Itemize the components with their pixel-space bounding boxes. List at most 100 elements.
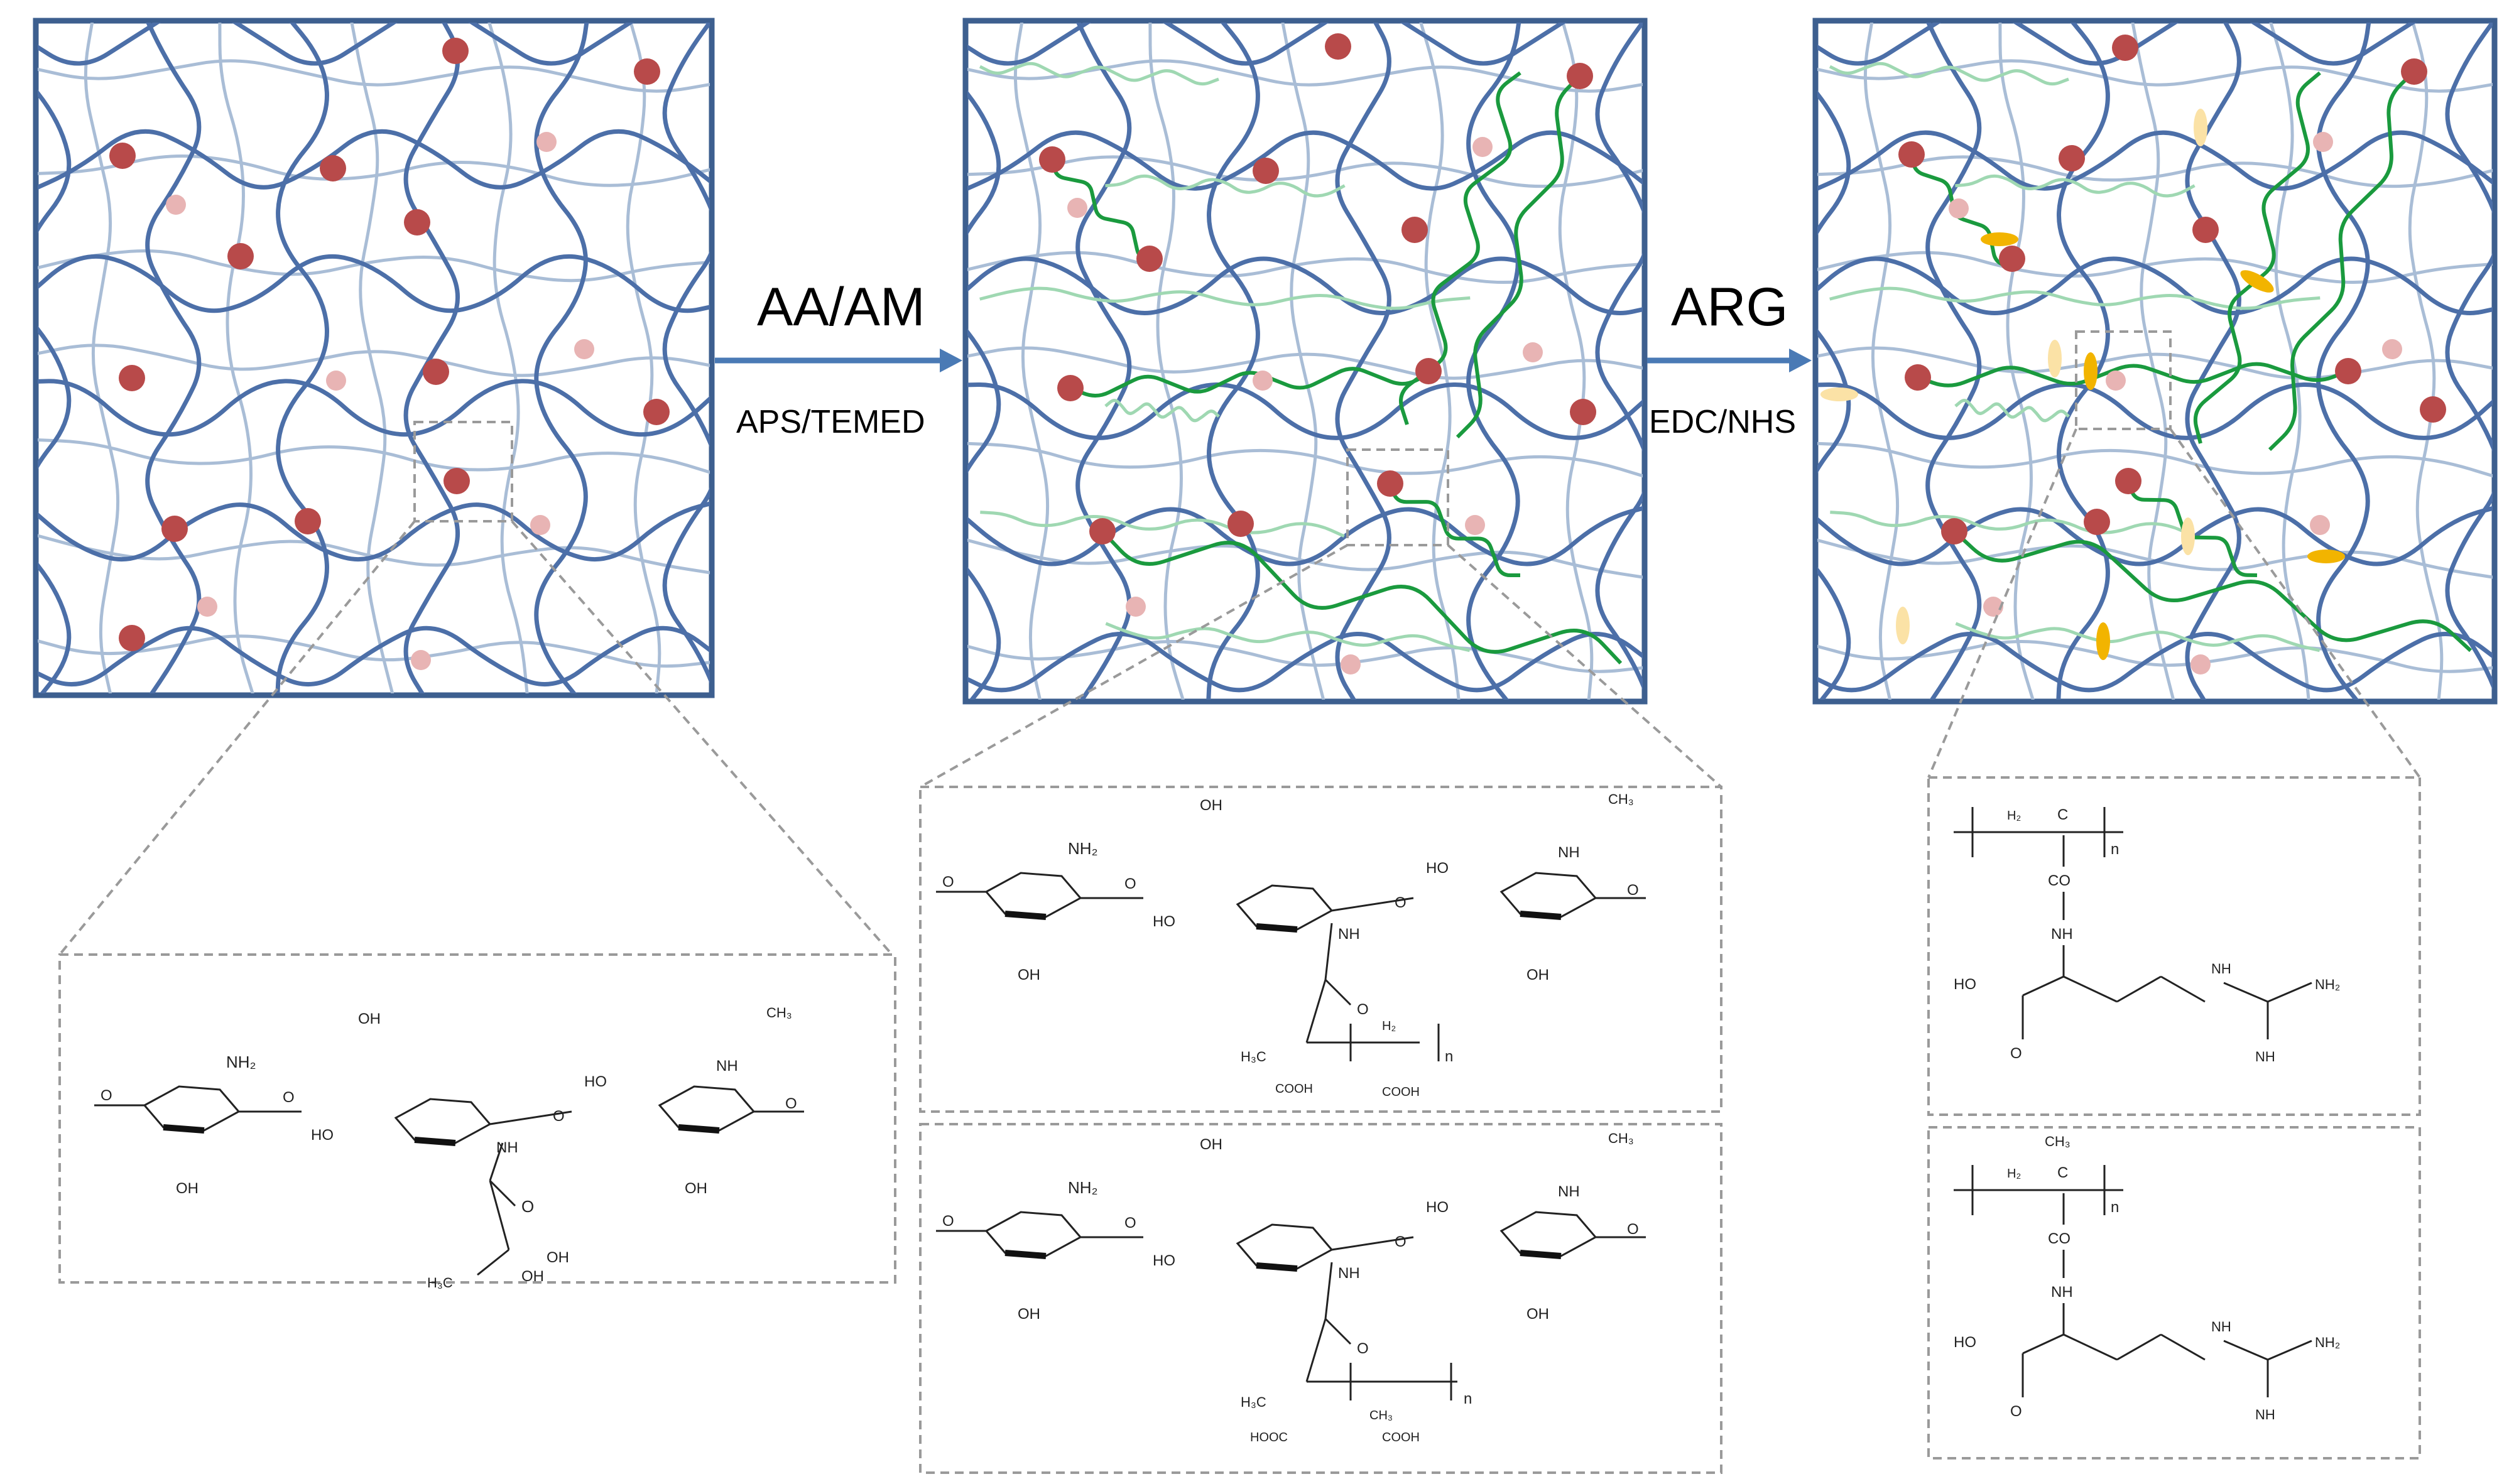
background-chain <box>38 59 710 93</box>
chitosan-chain <box>1925 23 1982 700</box>
background-chain <box>350 23 395 693</box>
crosslink-point <box>1415 358 1442 384</box>
crosslink-point <box>643 399 670 425</box>
chitosan-chain <box>967 130 1643 192</box>
atom-label: CH₃ <box>766 1005 792 1021</box>
crosslink-point <box>1905 364 1931 391</box>
background-chain <box>218 23 254 693</box>
bold-bond <box>163 1124 205 1134</box>
crosslink-point <box>109 143 136 169</box>
atom-label: O <box>101 1087 112 1104</box>
atom-label: HO <box>1153 1252 1175 1269</box>
crosslink-point <box>2401 58 2427 85</box>
atom-label: O <box>1357 1340 1369 1357</box>
atom-label: HO <box>1153 913 1175 930</box>
step-2-conditions: EDC/NHS <box>1649 404 1797 440</box>
atom-label: C <box>2057 1164 2068 1181</box>
background-chain <box>38 344 710 377</box>
atom-label: NH <box>2051 926 2073 943</box>
crosslink-point <box>1898 141 1925 168</box>
atom-label: NH <box>2051 1284 2073 1301</box>
crosslink-point <box>2084 509 2110 535</box>
atom-label: HO <box>1426 860 1449 877</box>
chitosan-chain <box>1817 23 2493 66</box>
background-chain <box>1817 441 2493 478</box>
bond <box>2063 975 2118 1003</box>
chitosan-chain <box>1817 90 1851 700</box>
step-1-conditions: APS/TEMED <box>736 404 925 440</box>
bond <box>477 1248 509 1276</box>
crosslink-point <box>442 38 469 64</box>
bond <box>1324 923 1333 980</box>
bond <box>2022 1333 2064 1355</box>
sugar-ring <box>984 1211 1082 1257</box>
atom-label: OH <box>1018 1306 1040 1323</box>
atom-label: NH₂ <box>2315 977 2340 992</box>
background-chain <box>1817 346 2493 380</box>
crosslink-point-light <box>1523 342 1543 362</box>
crosslink-point <box>1253 158 1279 184</box>
atom-label: CH₃ <box>1608 1130 1634 1146</box>
background-chain <box>1817 640 2493 673</box>
chitosan-chain <box>2445 23 2493 690</box>
atom-label: NH <box>2255 1049 2275 1064</box>
bold-bond <box>1004 911 1047 920</box>
crosslink-point <box>1227 511 1254 537</box>
crosslink-point <box>1401 217 1428 243</box>
atom-label: H₃C <box>427 1275 453 1291</box>
crosslink-point <box>1057 375 1084 401</box>
background-chain <box>2131 23 2175 700</box>
arginine-group <box>2240 270 2274 293</box>
crosslink-point <box>1325 33 1351 60</box>
atom-label: OH <box>1526 967 1549 983</box>
arginine-group <box>2048 340 2062 377</box>
arginine-group <box>1820 387 1858 401</box>
grafted-chain-light <box>1954 399 2070 423</box>
crosslink-point <box>119 365 145 391</box>
arginine-group <box>2096 622 2110 660</box>
network-panel-2 <box>962 18 1648 705</box>
atom-label: O <box>1395 894 1407 911</box>
crosslink-point <box>295 508 321 534</box>
crosslink-point-light <box>1126 597 1146 617</box>
crosslink-point-light <box>1067 198 1087 218</box>
step-1-reagent: AA/AM <box>757 277 925 337</box>
grafted-chain <box>1917 362 2350 387</box>
chitosan-chain <box>403 23 460 693</box>
chitosan-chain <box>1817 506 2493 566</box>
atom-label: CH₃ <box>1608 791 1634 807</box>
chitosan-chain <box>534 23 589 693</box>
crosslink-point <box>423 359 449 385</box>
atom-label: O <box>521 1197 534 1216</box>
bond <box>1331 1236 1414 1251</box>
crosslink-point-light <box>2190 654 2211 674</box>
chitosan-chain <box>967 23 1643 66</box>
background-chain <box>1998 23 2035 700</box>
crosslink-point <box>2420 396 2446 423</box>
grafted-chain <box>1952 529 2473 653</box>
crosslink-point-light <box>1465 515 1485 535</box>
bold-bond <box>414 1137 456 1146</box>
crosslink-point <box>2115 468 2141 494</box>
background-chain <box>1863 23 1900 700</box>
background-chain <box>967 640 1643 673</box>
crosslink-point-light <box>1949 198 1969 219</box>
zoom-box-3 <box>1927 330 2421 1460</box>
sugar-ring <box>394 1098 492 1144</box>
grafted-chain <box>1050 159 1158 263</box>
atom-label: NH₂ <box>226 1053 256 1071</box>
atom-label: COOH <box>1275 1082 1313 1096</box>
crosslink-point <box>1570 399 1596 425</box>
background-chain <box>2408 23 2444 700</box>
atom-label: HO <box>1954 976 1976 993</box>
bond <box>489 1179 516 1207</box>
bond <box>2160 1333 2206 1361</box>
chitosan-chain <box>1466 23 1521 700</box>
bold-bond <box>1004 1250 1047 1259</box>
atom-label: CO <box>2048 872 2071 889</box>
crosslink-point <box>119 625 145 651</box>
chitosan-chain <box>38 254 710 313</box>
bond <box>2267 1340 2312 1361</box>
grafted-chain-light <box>1105 622 1472 653</box>
bond <box>2267 982 2312 1003</box>
